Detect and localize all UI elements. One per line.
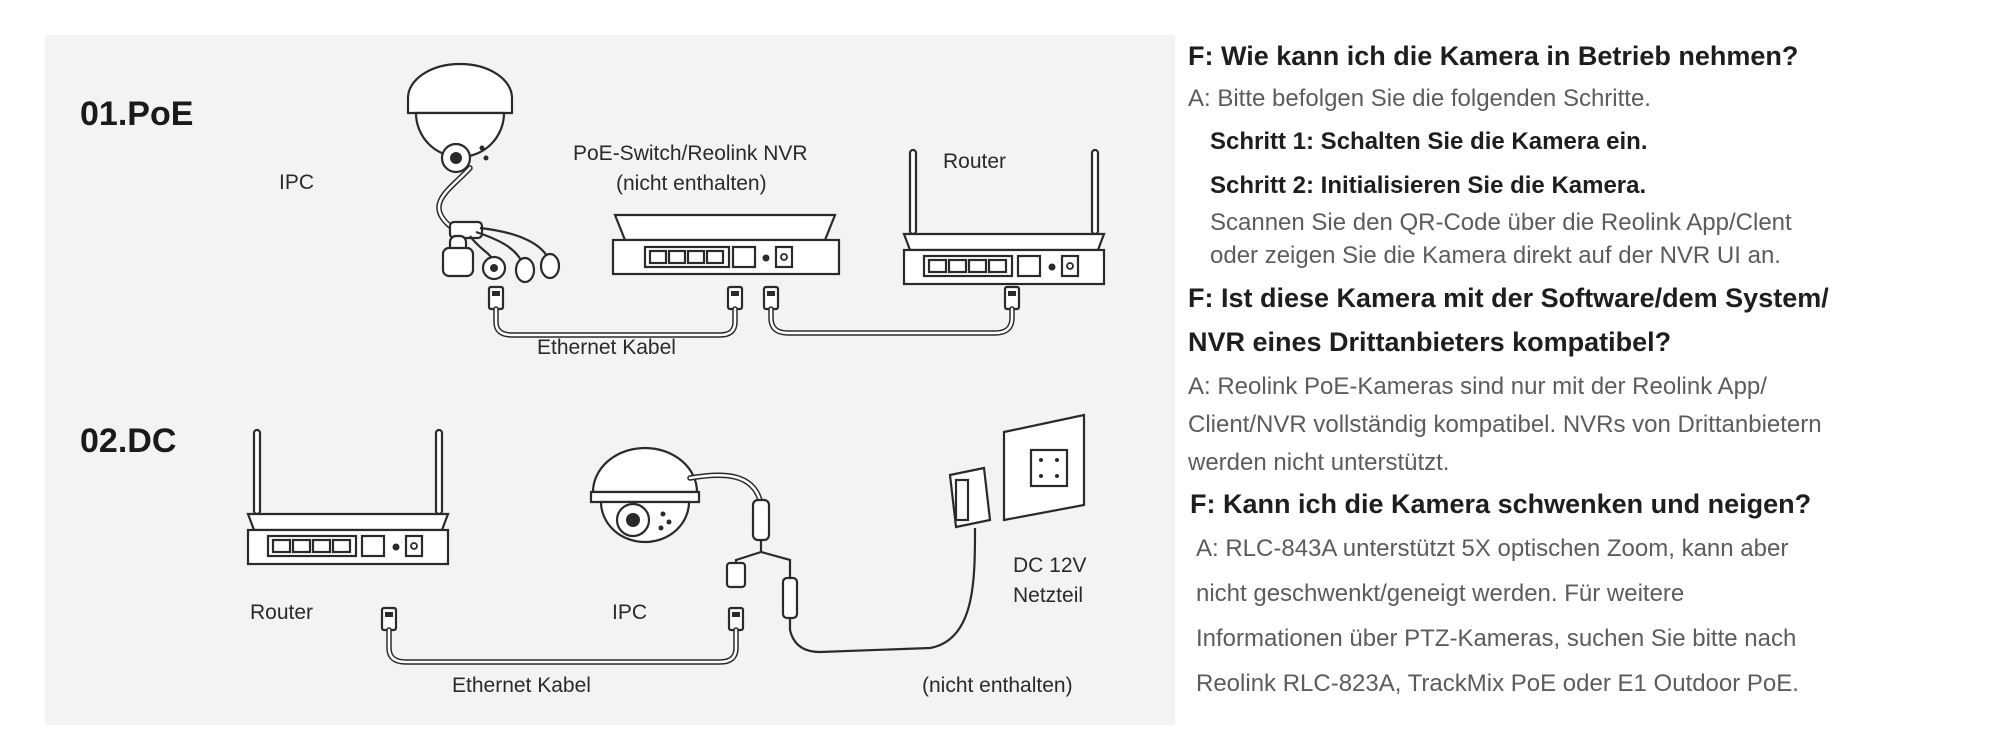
poe-ethernet-cable-2 [768,306,1015,336]
dc-cable-label: Ethernet Kabel [452,674,591,697]
dc-ipc-label: IPC [612,601,647,624]
dc-not-included-label: (nicht enthalten) [922,674,1073,697]
poe-switch [611,213,841,276]
poe-switch-connector-in [726,285,744,311]
diagram-panel [45,35,1175,725]
poe-section-title: 01.PoE [80,95,193,133]
faq-answer-3-line-2: nicht geschwenkt/geneigt werden. Für wei… [1196,580,1685,607]
dc-camera-connector [727,606,745,632]
faq-step-2: Schritt 2: Initialisieren Sie die Kamera… [1210,172,1647,199]
faq-question-2-line-1: F: Ist diese Kamera mit der Software/dem… [1188,283,1829,313]
poe-pigtail [441,220,561,284]
dc-router [246,428,450,566]
poe-ipc-label: IPC [279,171,314,194]
faq-question-2-line-2: NVR eines Drittanbieters kompatibel? [1188,327,1672,357]
dc-power-adapter [948,413,1086,529]
faq-step-2-desc-line-2: oder zeigen Sie die Kamera direkt auf de… [1210,242,1781,269]
faq-answer-3-line-3: Informationen über PTZ-Kameras, suchen S… [1196,625,1797,652]
faq-panel: F: Wie kann ich die Kamera in Betrieb ne… [1188,34,1978,706]
dc-camera [589,446,701,544]
faq-question-1: F: Wie kann ich die Kamera in Betrieb ne… [1188,41,1799,71]
poe-switch-label-line2: (nicht enthalten) [616,172,767,195]
poe-router-label: Router [943,150,1006,173]
dc-section-title: 02.DC [80,422,176,460]
poe-camera-connector [487,285,505,311]
faq-step-1: Schritt 1: Schalten Sie die Kamera ein. [1210,128,1648,155]
dc-splitter [725,498,799,620]
dc-ethernet-cable [386,627,739,665]
dc-power-label-line1: DC 12V [1013,554,1087,577]
faq-answer-2-line-3: werden nicht unterstützt. [1188,449,1450,476]
faq-answer-2-line-1: A: Reolink PoE-Kameras sind nur mit der … [1188,373,1767,400]
poe-cable-label: Ethernet Kabel [537,336,676,359]
faq-answer-2-line-2: Client/NVR vollständig kompatibel. NVRs … [1188,411,1822,438]
connection-diagram: 01.PoE IPC PoE-Switch/Reolink NVR (nicht… [80,62,1106,697]
faq-answer-3-line-4: Reolink RLC-823A, TrackMix PoE oder E1 O… [1196,670,1799,697]
poe-camera [406,62,514,174]
dc-power-cable [788,527,977,654]
poe-switch-connector-out [762,285,780,311]
faq-question-3: F: Kann ich die Kamera schwenken und nei… [1190,489,1812,519]
poe-ethernet-cable-1 [493,306,738,338]
dc-router-connector [380,606,398,632]
faq-step-2-desc-line-1: Scannen Sie den QR-Code über die Reolink… [1210,209,1792,236]
faq-answer-3-line-1: A: RLC-843A unterstützt 5X optischen Zoo… [1196,535,1789,562]
dc-power-label-line2: Netzteil [1013,584,1083,607]
poe-router-connector [1003,285,1021,311]
faq-answer-1: A: Bitte befolgen Sie die folgenden Schr… [1188,85,1651,112]
dc-router-label: Router [250,601,313,624]
poe-switch-label-line1: PoE-Switch/Reolink NVR [573,142,808,165]
